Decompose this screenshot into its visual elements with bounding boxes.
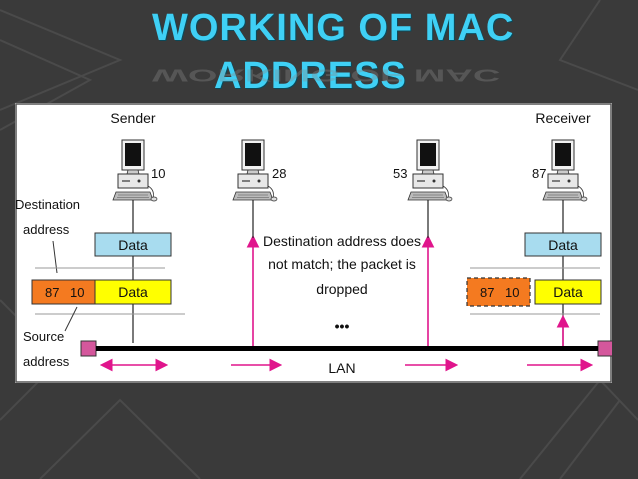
diagram-panel: Sender Receiver 10 28 53 87 Destination … [15, 103, 612, 383]
sender-frame-data-label: Data [118, 284, 148, 300]
diagram-border [15, 103, 612, 383]
drop-note-line1: Destination address does [263, 233, 421, 249]
source-label-line1: Source [23, 329, 64, 344]
ellipsis: ••• [335, 318, 350, 334]
lan-left-terminator [80, 340, 97, 357]
drop-note-line2: not match; the packet is [268, 256, 416, 272]
receiver-computer-icon [542, 139, 588, 202]
sender-label: Sender [110, 110, 155, 126]
station-address-53: 53 [393, 166, 407, 181]
mac-address-diagram: Sender Receiver 10 28 53 87 Destination … [15, 103, 612, 383]
station-address-10: 10 [151, 166, 165, 181]
station-53-computer-icon [407, 139, 453, 202]
receiver-frame-dest: 87 [480, 285, 494, 300]
receiver-label: Receiver [535, 110, 591, 126]
slide-title-line2: ADDRESS [214, 55, 407, 97]
sender-data-box [94, 232, 172, 257]
sender-data-label: Data [118, 237, 148, 253]
receiver-address-box [466, 277, 531, 307]
receiver-frame-data-label: Data [553, 284, 583, 300]
lan-label: LAN [328, 360, 355, 376]
station-address-87: 87 [532, 166, 546, 181]
receiver-data-label: Data [548, 237, 578, 253]
source-label-line2: address [23, 354, 70, 369]
station-28-computer-icon [232, 139, 278, 202]
slide-title-line1: WORKING OF MAC [152, 7, 515, 49]
slide-title-reflection1: WORKING OF MAC [152, 65, 501, 85]
station-address-28: 28 [272, 166, 286, 181]
receiver-frame-data-box [534, 279, 602, 305]
receiver-data-box [524, 232, 602, 257]
destination-label-line1: Destination [15, 197, 80, 212]
sender-address-box [31, 279, 96, 305]
drop-note-line3: dropped [316, 281, 367, 297]
source-pointer [64, 306, 78, 332]
sender-frame-dest: 87 [45, 285, 59, 300]
sender-frame-data-box [94, 279, 172, 305]
receiver-frame-src: 10 [505, 285, 519, 300]
lan-bus [96, 346, 598, 351]
lan-right-terminator [597, 340, 612, 357]
sender-frame-src: 10 [70, 285, 84, 300]
destination-label-line2: address [23, 222, 70, 237]
